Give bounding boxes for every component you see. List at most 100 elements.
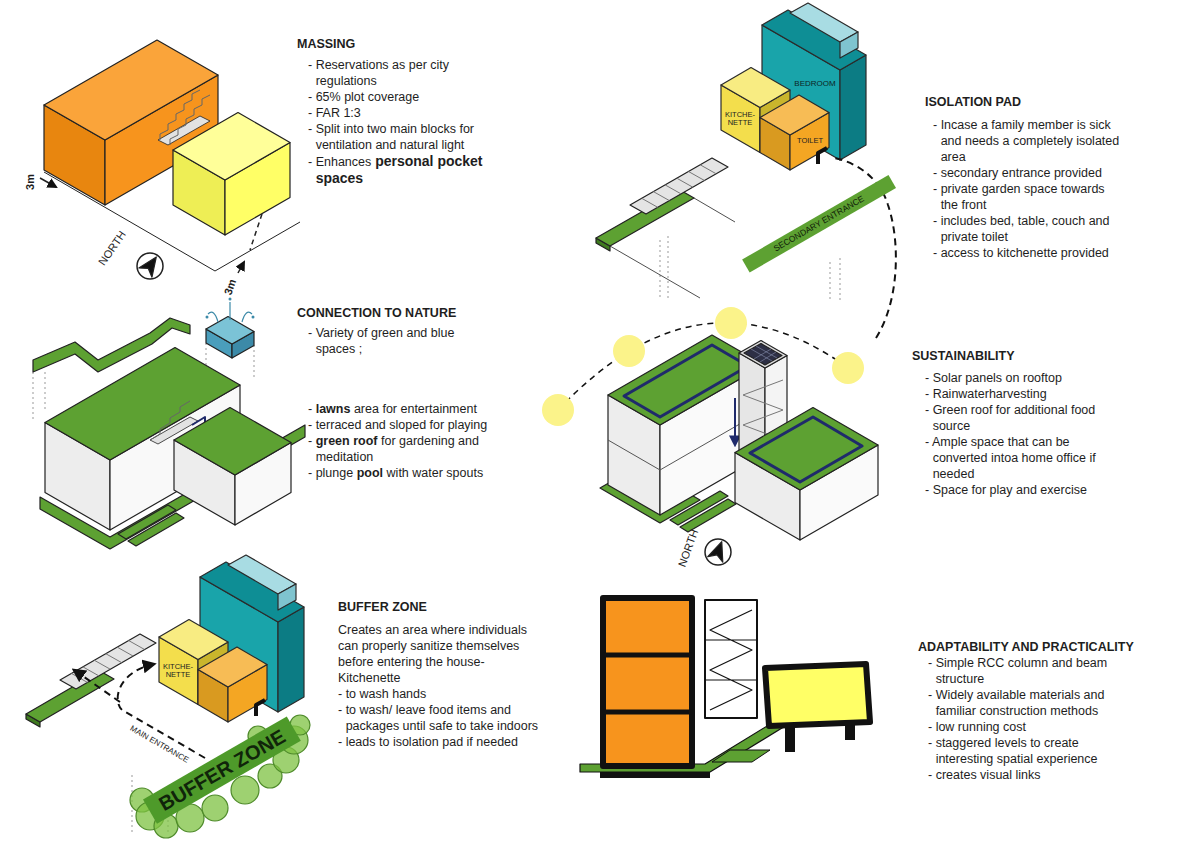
ground-base <box>600 772 710 778</box>
bullet-text: - 65% plot coverage <box>308 90 419 104</box>
sun <box>832 352 864 384</box>
north-label: NORTH <box>96 229 128 268</box>
water-drop <box>229 298 232 301</box>
stair-steps <box>642 165 717 208</box>
bullet-text: - access to kitchenette provided <box>933 246 1109 260</box>
section-heading: ADAPTABILITY AND PRACTICALITY <box>918 640 1134 654</box>
node-text: SECONDARY ENTRANCE <box>772 194 866 253</box>
bullet-line: - low running cost <box>928 719 1123 735</box>
section-heading: ISOLATION PAD <box>925 95 1021 109</box>
section-heading: CONNECTION TO NATURE <box>297 306 456 320</box>
green-roof <box>174 408 291 476</box>
bullet-text: with water spouts <box>387 466 484 480</box>
bullet-line: -lawnsarea for entertainment <box>308 401 493 417</box>
orange-block-elevation <box>603 598 692 766</box>
bullet-text: - Green roof for additional food source <box>925 403 1095 433</box>
bullet-text: - Incase a family member is sick and nee… <box>933 118 1119 164</box>
yellow-block-elevation <box>765 664 870 726</box>
entrance-band: SECONDARY ENTRANCE <box>742 175 896 273</box>
floor-band <box>603 655 692 712</box>
node-text: BUFFER ZONE <box>155 725 289 815</box>
plot-line <box>610 198 735 298</box>
sun <box>613 335 645 367</box>
isolation-illustration <box>596 3 896 338</box>
stair-flight <box>60 634 156 689</box>
green-roof <box>735 408 878 491</box>
nature-illustration <box>33 298 305 550</box>
bullet-text: pool <box>357 466 383 480</box>
section-heading-line: BUFFER ZONE <box>338 599 542 615</box>
bullet-line: - leads to isolation pad if needed <box>338 734 542 750</box>
sun <box>715 307 747 339</box>
pool-top <box>206 317 254 345</box>
green-steps <box>712 750 770 762</box>
room-label-face: TOILET <box>797 137 823 145</box>
bullet-line: - secondary entrance provided <box>933 165 1122 181</box>
stair-tower <box>705 600 757 718</box>
bullet-text: - Simple RCC column and beam structure <box>928 656 1107 686</box>
bullet-text: - Split into two main blocks for ventila… <box>308 122 474 152</box>
compass-ring <box>137 253 163 279</box>
bullet-line: -green rooffor gardening and meditation <box>308 433 493 465</box>
bullet-text: - <box>308 434 312 448</box>
bullet-line: - terraced and sloped for playing <box>308 417 493 433</box>
bullet-text: - Variety of green and blue spaces ; <box>308 326 454 356</box>
node-text: BEDROOM <box>794 80 835 89</box>
section-heading-line: ISOLATION PAD <box>925 94 1122 110</box>
bullet-text: - private garden space towards the front <box>933 182 1105 212</box>
section-heading-line: CONNECTION TO NATURE <box>297 305 493 321</box>
bullet-line: - Enhancespersonal pocket spaces <box>308 153 498 187</box>
water-drop <box>206 316 209 319</box>
bullet-line: - FAR 1:3 <box>308 105 498 121</box>
bullet-text: - low running cost <box>928 720 1026 734</box>
bullet-text: - staggered levels to create interesting… <box>928 736 1098 766</box>
node-text: TOILET <box>797 137 823 145</box>
north-label: NORTH <box>676 528 701 569</box>
bullet-line: - Ample space that can be converted into… <box>925 434 1115 482</box>
bullet-text: - leads to isolation pad if needed <box>338 735 518 749</box>
rainwater-gutter <box>750 417 862 482</box>
bullet-text: - Reservations as per city regulations <box>308 58 449 88</box>
compass-ring <box>705 539 731 565</box>
bullet-line: - to wash/ leave food items and packages… <box>338 702 542 734</box>
section-heading: SUSTAINABILITY <box>912 349 1015 363</box>
stair-steps <box>71 640 144 682</box>
compass-pointer <box>139 252 163 277</box>
massing-illustration <box>40 40 300 279</box>
compass-pointer <box>708 539 730 562</box>
room-label-face: BEDROOM <box>794 80 835 89</box>
node-text: KITCHE- NETTE <box>723 111 757 128</box>
solar-panel <box>744 344 782 366</box>
planting <box>202 795 228 821</box>
yellow-block-top <box>173 113 290 181</box>
adaptability-illustration <box>580 598 870 778</box>
section-heading-line: MASSING <box>297 36 498 52</box>
bullet-text: - creates visual links <box>928 768 1041 782</box>
node-text: KITCHE- NETTE <box>161 663 195 680</box>
bullet-text: - FAR 1:3 <box>308 106 361 120</box>
bullet-line: - access to kitchenette provided <box>933 245 1122 261</box>
buffer-illustration <box>26 555 310 838</box>
bullet-text: green roof <box>316 434 378 448</box>
isolation-building <box>721 3 866 170</box>
text-block: CONNECTION TO NATURE - Variety of green a… <box>297 305 493 481</box>
section-heading: BUFFER ZONE <box>338 600 427 614</box>
bullet-text: - Widely available materials and familia… <box>928 688 1104 718</box>
entrance-label: MAIN ENTRANCE <box>128 725 190 766</box>
bullet-line: - to wash hands <box>338 686 542 702</box>
bullet-line: - Variety of green and blue spaces ; <box>308 325 493 357</box>
water-spouts <box>208 302 252 322</box>
dimension-arrow <box>40 178 56 187</box>
bullet-text: - Space for play and exercise <box>925 483 1087 497</box>
rainwater-gutter <box>624 345 748 417</box>
planting <box>231 776 259 804</box>
bullet-text: - Rainwaterharvesting <box>925 387 1047 401</box>
terrace-step <box>128 513 184 546</box>
bullet-line: - plungepoolwith water spouts <box>308 465 493 481</box>
dimension-arrow <box>238 262 244 273</box>
section-heading-line: ADAPTABILITY AND PRACTICALITY <box>918 639 1134 655</box>
bullet-text: area for entertainment <box>354 402 477 416</box>
entry-path <box>74 670 120 702</box>
buffer-building <box>159 555 304 722</box>
